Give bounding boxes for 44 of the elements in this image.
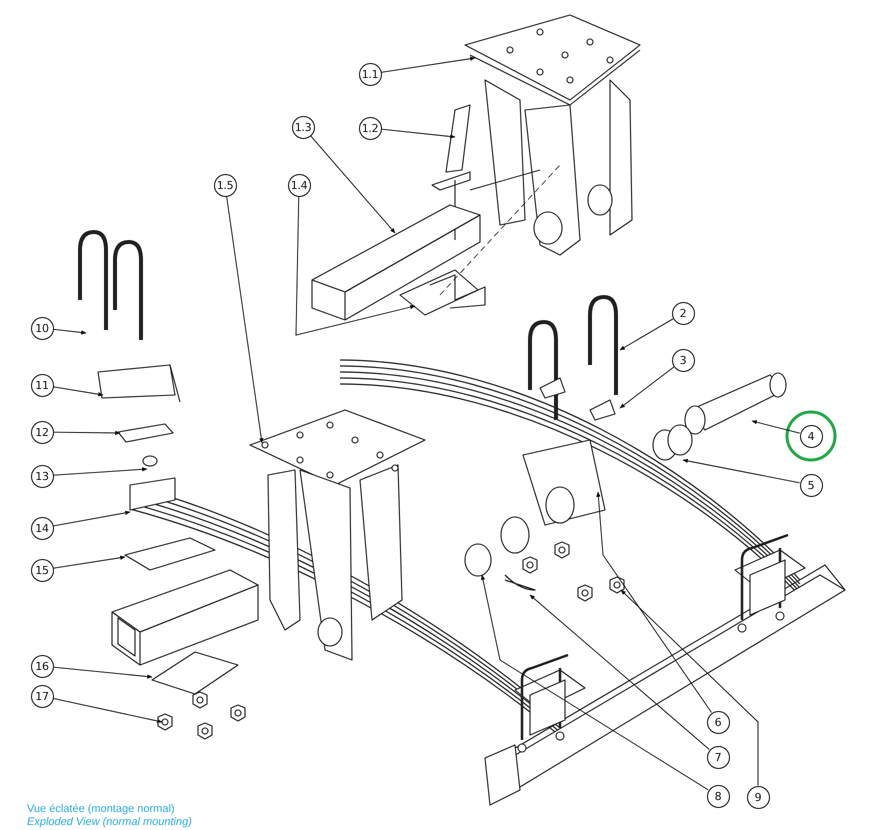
caption-text: Vue éclatée (montage normal): [27, 803, 175, 815]
callout-number: 2: [672, 302, 694, 324]
leader-line: [52, 386, 104, 396]
leader-line: [596, 491, 712, 713]
callout-number: 11: [30, 374, 54, 396]
callout-number: 1.5: [214, 174, 236, 196]
leader-line: [380, 56, 476, 73]
leader-line: [52, 556, 126, 569]
callout-number: 17: [30, 684, 54, 708]
leader-line: [480, 574, 709, 790]
callout-number: 13: [30, 464, 54, 488]
callout-number: 1.2: [358, 116, 382, 140]
callout-number: 5: [800, 474, 822, 496]
caption-text: Exploded View (normal mounting): [27, 816, 192, 828]
callout-number: 1.3: [292, 116, 314, 138]
callout-number: 9: [746, 786, 770, 808]
leader-line: [296, 196, 416, 336]
callout-number: 1.4: [288, 174, 310, 196]
leader-line: [530, 594, 710, 750]
leader-line: [620, 366, 674, 408]
callout-number: 14: [30, 516, 54, 540]
callout-number: 15: [30, 558, 54, 582]
leader-line: [310, 135, 396, 234]
leader-line: [226, 196, 264, 444]
leader-line: [620, 590, 758, 786]
leader-line: [682, 458, 800, 484]
callout-number: 7: [706, 746, 730, 768]
leader-line: [380, 128, 456, 139]
callout-number: 10: [30, 316, 54, 340]
callout-number: 12: [30, 420, 54, 444]
callout-number: 6: [706, 710, 730, 734]
callout-number: 1.1: [358, 62, 382, 86]
leader-line: [751, 420, 800, 434]
leader-line: [52, 510, 131, 526]
callout-number: 3: [672, 348, 694, 372]
leader-line: [52, 328, 87, 335]
leader-line: [620, 318, 674, 350]
leader-line: [53, 430, 121, 436]
callout-number: 4: [800, 424, 822, 448]
callout-number: 8: [706, 784, 730, 808]
leader-line: [53, 666, 153, 679]
callout-number: 16: [30, 654, 54, 678]
leader-line: [53, 467, 148, 476]
leader-line: [52, 698, 163, 724]
